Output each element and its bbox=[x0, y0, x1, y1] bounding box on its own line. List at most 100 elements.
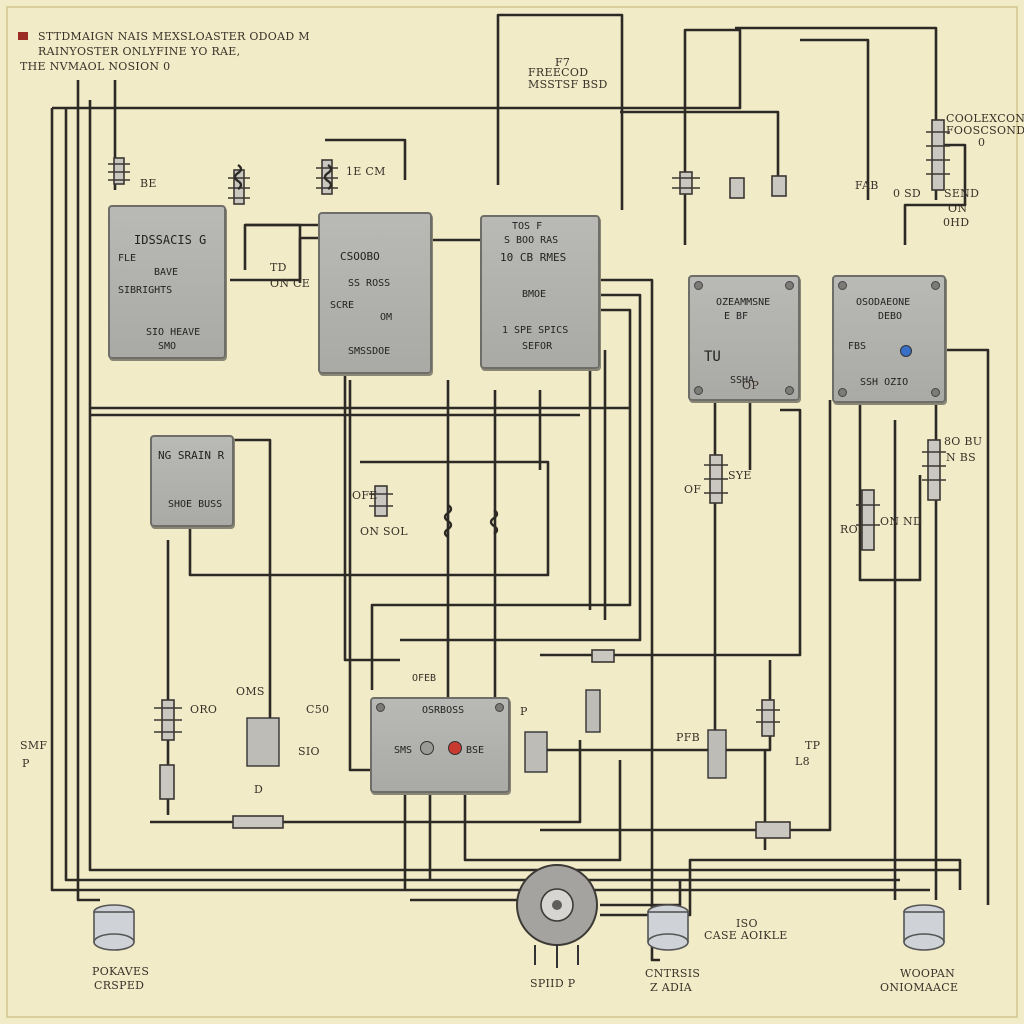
module-5: OSODAEONE DEBO FBS SSH OZIO bbox=[832, 275, 946, 403]
relay-block-3 bbox=[524, 731, 548, 773]
module-3-line-1: TOS F bbox=[512, 221, 543, 232]
module-5-screw-tr bbox=[931, 281, 940, 290]
right-top-label-3: 0 bbox=[978, 136, 986, 149]
label-l13: P bbox=[520, 705, 528, 718]
module-2-line-2: SS ROSS bbox=[348, 278, 391, 289]
wire-drop-2 bbox=[343, 375, 400, 662]
wire-m5-right bbox=[944, 348, 990, 905]
insulator-3 bbox=[316, 159, 338, 195]
header-marker bbox=[18, 32, 28, 40]
right-mid-label-d: SEND bbox=[944, 187, 980, 200]
module-3: TOS F S BOO RAS 10 CB RMES BMOE 1 SPE SP… bbox=[480, 215, 600, 369]
module-4-screw-br bbox=[785, 386, 794, 395]
module-1-line-5: SIO HEAVE bbox=[146, 327, 201, 338]
module-3-line-2: S BOO RAS bbox=[504, 235, 559, 246]
module-2-line-5: SMSSDOE bbox=[348, 346, 391, 357]
module-4-line-4: SSHA bbox=[730, 375, 755, 386]
module-3-line-3: 10 CB RMES bbox=[500, 251, 567, 264]
bottom-left-label-2: CRSPED bbox=[94, 979, 145, 992]
module-4-line-2: E BF bbox=[724, 311, 749, 322]
insulator-8 bbox=[704, 454, 728, 504]
module-7-screw-tr bbox=[495, 703, 504, 712]
module-1-line-6: SMO bbox=[158, 341, 177, 352]
wire-top-loop-3 bbox=[800, 38, 870, 200]
insulator-9 bbox=[922, 439, 946, 501]
module-7-grey-lamp bbox=[420, 741, 434, 755]
label-l24: P bbox=[22, 757, 30, 770]
wire-m5-top bbox=[903, 143, 967, 245]
label-l14: SIO bbox=[298, 745, 320, 758]
top-label-line-3: MSSTSF BSD bbox=[528, 78, 608, 91]
bottom-cap-right bbox=[903, 904, 945, 951]
terminal-1 bbox=[585, 689, 601, 733]
module-4-screw-tl bbox=[694, 281, 703, 290]
label-l20: D bbox=[254, 783, 264, 796]
right-top-label-2: FOOSCSONDAD bbox=[946, 124, 1024, 137]
wire-left-rail-2 bbox=[64, 108, 900, 882]
label-l16: 8O BU bbox=[944, 435, 983, 448]
wire-left-rail-4 bbox=[88, 100, 960, 872]
bottom-mid-label-2: CASE AOIKLE bbox=[704, 929, 788, 942]
module-5-screw-br bbox=[931, 388, 940, 397]
label-l8: ORO bbox=[190, 703, 218, 716]
label-l7: OF bbox=[684, 483, 702, 496]
bottom-center-right-label-1: CNTRSIS bbox=[645, 967, 701, 980]
module-7: OFEB OSRBOSS SMS BSE bbox=[370, 673, 510, 793]
wire-pot-right bbox=[600, 880, 682, 907]
insulator-4 bbox=[672, 171, 700, 195]
insulator-14 bbox=[159, 764, 175, 800]
wire-m5-drop-3 bbox=[540, 400, 832, 832]
bottom-cap-center-right bbox=[647, 904, 689, 951]
bottom-center-right-label-2: Z ADIA bbox=[650, 981, 692, 994]
insulator-12 bbox=[756, 699, 780, 737]
top-label-line-1: F7 bbox=[555, 56, 571, 69]
module-3-line-5: 1 SPE SPICS bbox=[502, 325, 569, 336]
wire-drop-1 bbox=[348, 380, 370, 772]
header-line-2: RAINYOSTER ONLYFINE YO RAE, bbox=[38, 45, 241, 58]
insulator-6 bbox=[771, 175, 787, 197]
label-l6: SYE bbox=[728, 469, 752, 482]
module-7-red-lamp bbox=[448, 741, 462, 755]
wire-bottom-1 bbox=[150, 740, 582, 824]
module-5-screw-bl bbox=[838, 388, 847, 397]
bottom-left-label-1: POKAVES bbox=[92, 965, 150, 978]
label-l23: TP bbox=[805, 739, 821, 752]
insulator-11 bbox=[154, 699, 182, 741]
right-mid-label-b: ON bbox=[948, 202, 968, 215]
label-l18: ROI bbox=[840, 523, 863, 536]
module-1-line-2: FLE bbox=[118, 253, 137, 264]
header-line-1: STTDMAIGN NAIS MEXSLOASTER ODOAD M bbox=[38, 30, 310, 43]
connector-1 bbox=[232, 815, 284, 829]
label-l11: OFE bbox=[352, 489, 378, 502]
wire-h-upper bbox=[245, 223, 302, 283]
right-top-label-1: COOLEXCOND bbox=[946, 112, 1024, 125]
label-l3: TD bbox=[270, 261, 287, 274]
module-1: IDSSACIS G FLE BAVE SIBRIGHTS SIO HEAVE … bbox=[108, 205, 226, 359]
module-3-line-6: SEFOR bbox=[522, 341, 553, 352]
module-4-line-3: TU bbox=[704, 349, 721, 365]
wire-m4-right bbox=[540, 408, 802, 657]
wire-left-rail-3 bbox=[76, 80, 100, 902]
module-1-line-4: SIBRIGHTS bbox=[118, 285, 173, 296]
module-5-screw-tl bbox=[838, 281, 847, 290]
header-line-3: THE NVMAOL NOSION 0 bbox=[20, 60, 171, 73]
module-5-line-2: DEBO bbox=[878, 311, 903, 322]
top-label-line-2: FREECOD bbox=[528, 66, 589, 79]
wire-top-loop-1 bbox=[496, 13, 624, 210]
wire-m6-loop bbox=[188, 460, 550, 577]
label-l10: C50 bbox=[306, 703, 330, 716]
label-l12: ON SOL bbox=[360, 525, 408, 538]
module-4-screw-bl bbox=[694, 386, 703, 395]
label-l17: N BS bbox=[946, 451, 976, 464]
connector-2 bbox=[755, 821, 791, 839]
insulator-13 bbox=[856, 489, 880, 551]
module-6: NG SRAIN R SHOE BUSS bbox=[150, 435, 234, 527]
wire-m6-side bbox=[230, 438, 272, 740]
module-5-line-4: SSH OZIO bbox=[860, 377, 909, 388]
label-l1: 1E CM bbox=[346, 165, 386, 178]
wire-m5-drop bbox=[858, 400, 922, 582]
module-4: OZEAMMSNE E BF TU SSHA bbox=[688, 275, 800, 401]
label-l2: BE bbox=[140, 177, 157, 190]
